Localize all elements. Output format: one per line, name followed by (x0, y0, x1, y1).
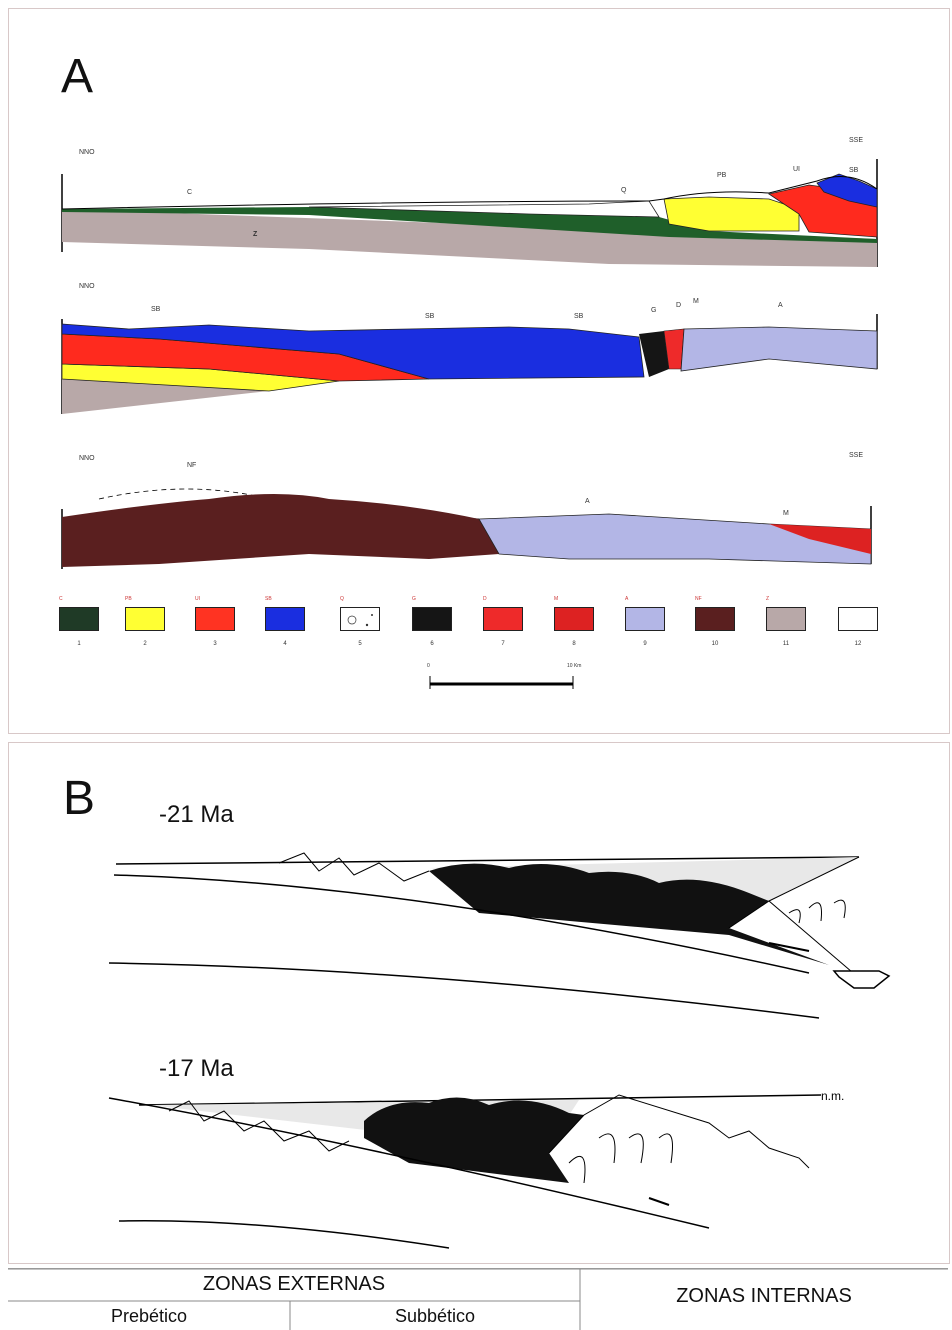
zonas-internas-header: ZONAS INTERNAS (580, 1285, 948, 1308)
legend-num-3: 3 (195, 641, 235, 647)
legend-num-11: 11 (766, 641, 806, 647)
legend-swatch-5 (340, 607, 380, 631)
legend-code-3: UI (195, 596, 200, 602)
s3-label-a: A (585, 498, 590, 505)
subbetico-cell: Subbético (290, 1306, 580, 1327)
s2-label-sb1: SB (151, 306, 160, 313)
unit-a-2 (681, 327, 877, 371)
s1-label-sb: SB (849, 167, 858, 174)
footer-table: ZONAS EXTERNAS Prebético Subbético ZONAS… (8, 1268, 948, 1330)
legend-code-1: C (59, 596, 63, 602)
legend-num-10: 10 (695, 641, 735, 647)
s1-left-dir: NNO (79, 149, 95, 156)
legend-code-5: Q (340, 596, 344, 602)
legend-code-10: NF (695, 596, 702, 602)
legend-code-9: A (625, 596, 628, 602)
legend-code-6: G (412, 596, 416, 602)
s3-left-dir: NNO (79, 455, 95, 462)
legend-num-4: 4 (265, 641, 305, 647)
legend-swatch-10 (695, 607, 735, 631)
legend-swatch-2 (125, 607, 165, 631)
legend-swatch-12 (838, 607, 878, 631)
s1-label-pb: PB (717, 172, 726, 179)
s2-left-dir: NNO (79, 283, 95, 290)
legend-num-2: 2 (125, 641, 165, 647)
scale-end: 10 Km (567, 663, 581, 669)
s2-label-d: D (676, 302, 681, 309)
stage-2-sketch (109, 1095, 821, 1248)
panel-b: B -21 Ma -17 Ma n.m. (8, 742, 950, 1264)
section-3 (62, 489, 871, 569)
legend-num-9: 9 (625, 641, 665, 647)
section-2 (62, 314, 877, 414)
s1-label-c: C (187, 189, 192, 196)
legend-code-11: Z (766, 596, 769, 602)
s2-label-a: A (778, 302, 783, 309)
zonas-externas-header: ZONAS EXTERNAS (8, 1273, 580, 1296)
s2-label-sb3: SB (574, 313, 583, 320)
convergence-arrow (834, 971, 889, 988)
section-1 (62, 159, 877, 267)
legend-swatch-6 (412, 607, 452, 631)
s1-label-q: Q (621, 187, 626, 194)
s2-label-m: M (693, 298, 699, 305)
panel-a: A (8, 8, 950, 734)
s1-label-z: Z (253, 231, 257, 238)
s3-right-dir: SSE (849, 452, 863, 459)
legend-swatch-8 (554, 607, 594, 631)
legend-num-8: 8 (554, 641, 594, 647)
legend-num-5: 5 (340, 641, 380, 647)
legend-code-8: M (554, 596, 558, 602)
legend-swatch-7 (483, 607, 523, 631)
prebetico-cell: Prebético (8, 1306, 290, 1327)
basin-fill-2 (364, 1097, 584, 1183)
unit-nf (62, 494, 499, 567)
legend-swatch-11 (766, 607, 806, 631)
legend-num-7: 7 (483, 641, 523, 647)
legend-swatch-4 (265, 607, 305, 631)
unit-pb (664, 197, 799, 231)
s2-label-sb2: SB (425, 313, 434, 320)
s3-label-m: M (783, 510, 789, 517)
s2-label-g: G (651, 307, 656, 314)
scale-bar (430, 676, 573, 689)
s1-right-dir: SSE (849, 137, 863, 144)
legend-num-6: 6 (412, 641, 452, 647)
evolution-sketches (9, 743, 949, 1263)
legend-code-7: D (483, 596, 487, 602)
s1-label-ui: UI (793, 166, 800, 173)
legend-num-1: 1 (59, 641, 99, 647)
legend-num-12: 12 (838, 641, 878, 647)
stage-1-sketch (109, 853, 889, 1018)
legend-swatch-9 (625, 607, 665, 631)
scale-start: 0 (427, 663, 430, 669)
legend-code-4: SB (265, 596, 272, 602)
legend-swatch-3 (195, 607, 235, 631)
s3-label-nf: NF (187, 462, 196, 469)
legend-swatch-1 (59, 607, 99, 631)
legend-code-2: PB (125, 596, 132, 602)
